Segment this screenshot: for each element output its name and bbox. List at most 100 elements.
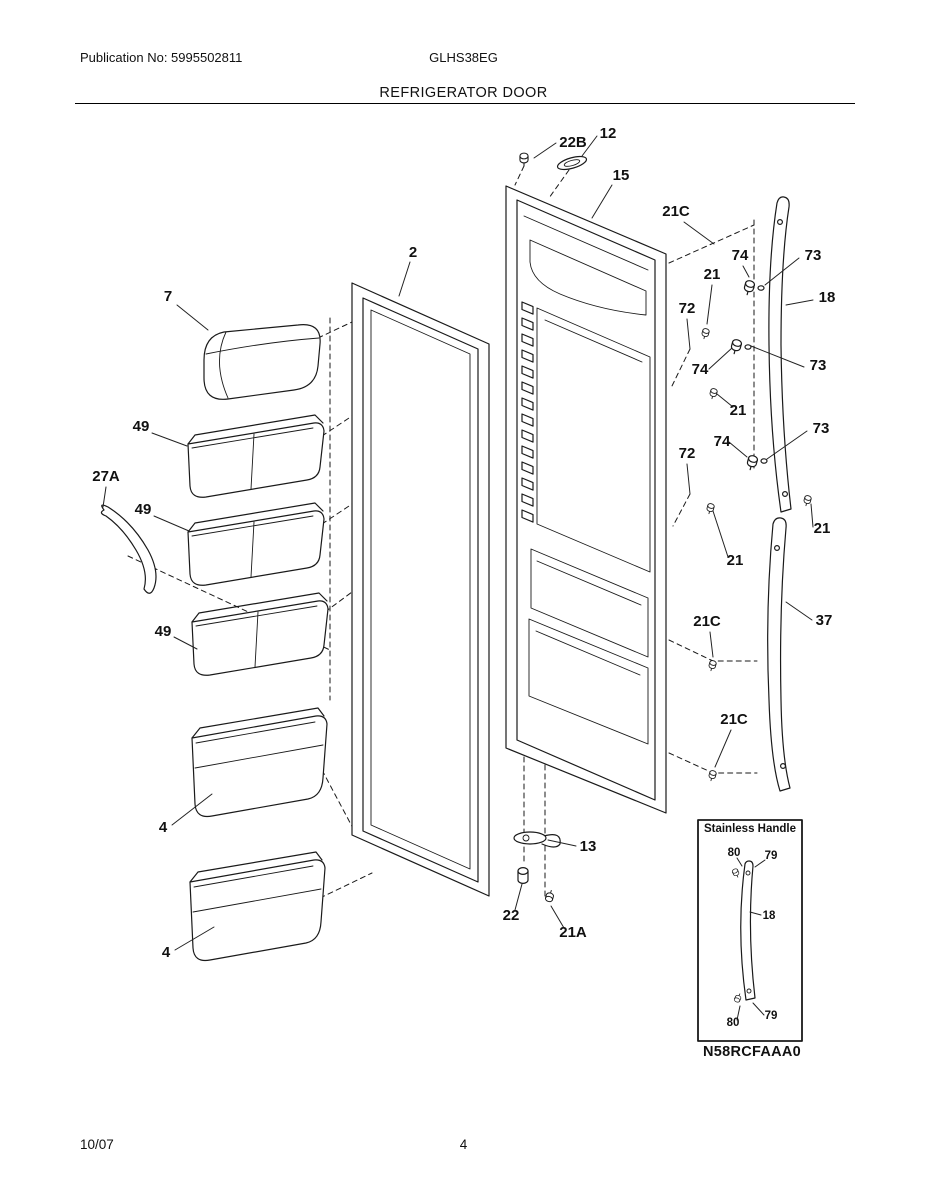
door-bin-49-1 xyxy=(187,414,325,498)
callout-leader-line xyxy=(174,926,215,951)
callout-label: 74 xyxy=(692,361,709,378)
callout-label: 21 xyxy=(814,520,831,537)
callout-label: 49 xyxy=(133,418,150,435)
top-hinge-parts xyxy=(519,152,588,171)
callout-label: 18 xyxy=(819,289,836,306)
callout-leader-line xyxy=(714,729,732,768)
dairy-cover xyxy=(203,324,321,400)
callout-leader-line xyxy=(749,911,762,916)
callout-leader-line xyxy=(706,284,713,325)
title-underline xyxy=(75,103,855,105)
page-title: REFRIGERATOR DOOR xyxy=(379,85,548,101)
callout-leader-line xyxy=(550,905,565,929)
inset-stainless-handle xyxy=(697,819,803,1042)
callout-leader-line xyxy=(176,304,209,331)
callout-leader-line xyxy=(742,265,750,278)
callout-leader-line xyxy=(151,432,188,447)
bottom-hinge-parts xyxy=(513,831,561,884)
callout-leader-line xyxy=(736,857,743,867)
callout-leader-line xyxy=(398,261,411,297)
screw-74-2 xyxy=(729,338,743,356)
screw-21-4 xyxy=(802,494,813,507)
screw-21-2 xyxy=(708,387,719,400)
callout-label: 7 xyxy=(164,288,172,305)
hinge-washer-12 xyxy=(556,155,588,171)
callout-label: 73 xyxy=(805,247,822,264)
callout-leader-line xyxy=(591,184,613,219)
callout-label: 79 xyxy=(765,850,778,862)
callout-leader-line xyxy=(766,430,808,460)
callout-label: 27A xyxy=(92,468,120,485)
hinge-bracket-13 xyxy=(513,831,561,848)
callout-label: 21C xyxy=(720,711,748,728)
inset-handle-18 xyxy=(740,860,756,1001)
inset-part-number: N58RCFAAA0 xyxy=(702,1044,802,1060)
callout-label: 49 xyxy=(135,501,152,518)
callout-label: 21 xyxy=(727,552,744,569)
callout-leader-line xyxy=(547,839,577,847)
callout-label: 73 xyxy=(813,420,830,437)
fastener-screws xyxy=(544,279,813,903)
screw-74-1 xyxy=(742,279,756,297)
hinge-cap-22b xyxy=(519,152,529,167)
callout-label: 22B xyxy=(559,134,587,151)
callout-leader-line xyxy=(581,135,598,157)
callout-leader-line xyxy=(754,859,766,868)
callout-label: 13 xyxy=(580,838,597,855)
callout-label: 18 xyxy=(763,910,776,922)
callout-leader-line xyxy=(736,1005,741,1021)
callout-label: 72 xyxy=(679,300,696,317)
inset-title: Stainless Handle xyxy=(703,823,797,835)
trim-27a xyxy=(100,504,157,594)
callout-label: 80 xyxy=(728,847,741,859)
callout-label: 79 xyxy=(765,1010,778,1022)
screw-21a xyxy=(544,889,556,903)
door-bin-4-2 xyxy=(189,851,326,962)
washer-73-1 xyxy=(757,285,765,291)
callout-label: 21 xyxy=(730,402,747,419)
callout-label: 2 xyxy=(409,244,417,261)
callout-label: 21A xyxy=(559,924,587,941)
washer-73-2 xyxy=(744,344,752,350)
callout-label: 4 xyxy=(162,944,171,961)
callout-label: 74 xyxy=(732,247,749,264)
callout-leader-line xyxy=(785,601,813,621)
footer-date: 10/07 xyxy=(80,1137,114,1152)
callout-leader-line xyxy=(752,1002,765,1016)
callout-label: 4 xyxy=(159,819,168,836)
callout-leader-line xyxy=(712,510,729,558)
callout-leader-line xyxy=(728,441,748,458)
callout-label: 21 xyxy=(704,266,721,283)
callout-leader-line xyxy=(683,221,715,245)
callout-label: 72 xyxy=(679,445,696,462)
callout-leader-line xyxy=(514,883,523,911)
hinge-pin-22 xyxy=(517,866,529,884)
washer-73-3 xyxy=(760,458,768,464)
callout-leader-line xyxy=(750,345,805,368)
screw-74-3 xyxy=(745,454,759,472)
screw-21-1 xyxy=(700,327,711,340)
callout-label: 21C xyxy=(693,613,721,630)
callout-leader-line xyxy=(102,486,107,508)
callout-label: 12 xyxy=(600,125,617,142)
callout-leader-line xyxy=(810,503,814,528)
callout-label: 73 xyxy=(810,357,827,374)
door-bin-49-2 xyxy=(187,502,325,586)
callout-leader-line xyxy=(153,515,190,532)
callout-leader-line xyxy=(173,636,198,650)
callout-leader-line xyxy=(716,393,734,408)
callout-leader-line xyxy=(785,299,814,306)
door-panel xyxy=(505,185,667,814)
callout-leader-line xyxy=(171,793,213,826)
callout-label: 74 xyxy=(714,433,731,450)
callout-leader-line xyxy=(708,347,733,370)
callout-leader-line xyxy=(533,142,557,159)
model-number: GLHS38EG xyxy=(429,50,498,65)
callout-leader-line xyxy=(686,318,691,350)
callout-label: 49 xyxy=(155,623,172,640)
handle-upper-18 xyxy=(768,196,792,513)
page-number: 4 xyxy=(459,1137,468,1152)
